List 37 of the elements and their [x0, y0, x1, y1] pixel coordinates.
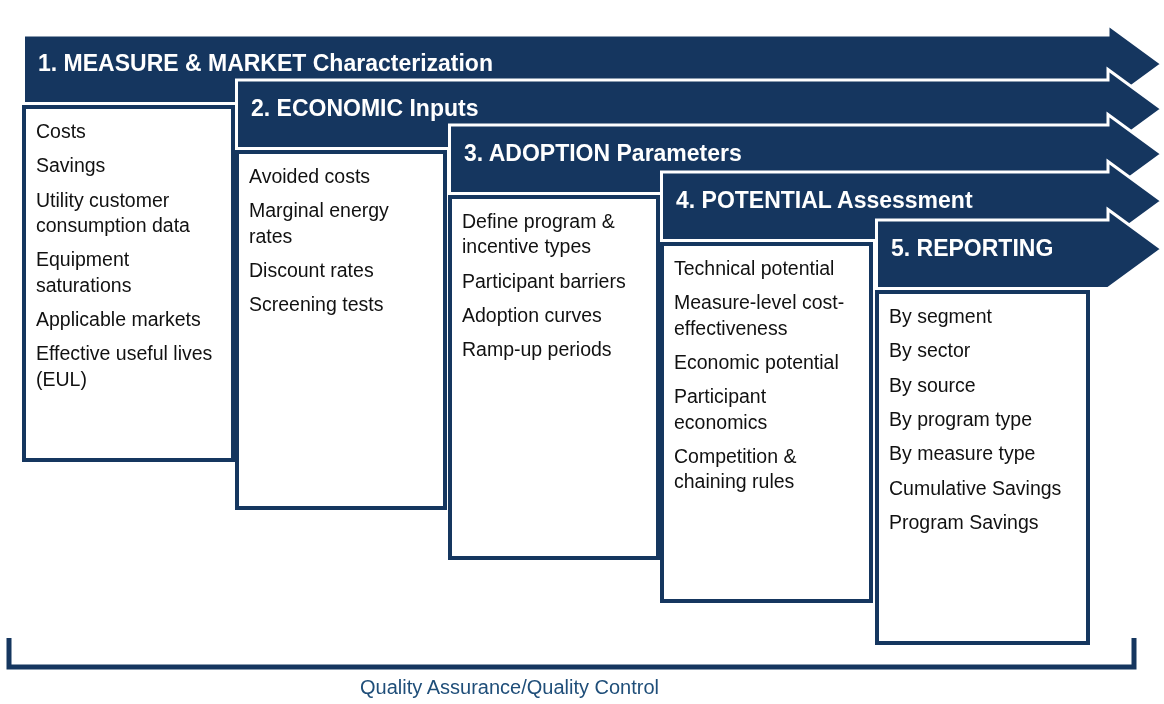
- list-item: By measure type: [889, 441, 1037, 467]
- list-item: Adoption curves: [462, 303, 603, 329]
- stage-heading: 4. POTENTIAL Assessment: [676, 187, 973, 213]
- list-item: Ramp-up periods: [462, 337, 613, 363]
- content-box: [660, 242, 873, 603]
- stage-heading: 1. MEASURE & MARKET Characterization: [38, 50, 493, 76]
- bracket-label: Quality Assurance/Quality Control: [360, 676, 660, 699]
- content-box: [448, 195, 660, 560]
- list-item: Marginal energy rates: [249, 198, 390, 249]
- list-item: Discount rates: [249, 258, 375, 284]
- list-item: By segment: [889, 304, 993, 329]
- stage-heading: 2. ECONOMIC Inputs: [251, 95, 479, 121]
- content-box: [235, 150, 447, 510]
- list-item: Competition & chaining rules: [674, 444, 798, 495]
- stage-heading: 5. REPORTING: [891, 235, 1054, 261]
- list-item: Equipment saturations: [36, 247, 133, 298]
- stage-heading: 3. ADOPTION Parameters: [464, 140, 742, 166]
- list-item: Participant economics: [674, 384, 769, 435]
- list-item: Avoided costs: [249, 164, 372, 189]
- list-item: Savings: [36, 153, 107, 179]
- list-item: By source: [889, 372, 977, 398]
- list-item: Technical potential: [674, 256, 836, 281]
- list-item: Economic potential: [674, 350, 840, 376]
- list-item: Program Savings: [889, 510, 1040, 536]
- list-item: Costs: [36, 119, 87, 144]
- list-item: By sector: [889, 338, 972, 364]
- content-box: [875, 290, 1090, 645]
- list-item: Screening tests: [249, 292, 385, 318]
- list-item: Cumulative Savings: [889, 475, 1063, 501]
- list-item: Effective useful lives (EUL): [36, 341, 214, 392]
- list-item: Applicable markets: [36, 307, 202, 333]
- list-item: Define program & incentive types: [462, 209, 616, 260]
- list-item: Utility customer consumption data: [36, 187, 191, 239]
- content-box: [22, 105, 235, 462]
- list-item: Participant barriers: [462, 268, 627, 294]
- list-item: By program type: [889, 407, 1034, 433]
- list-item: Measure-level cost-effectiveness: [674, 290, 846, 341]
